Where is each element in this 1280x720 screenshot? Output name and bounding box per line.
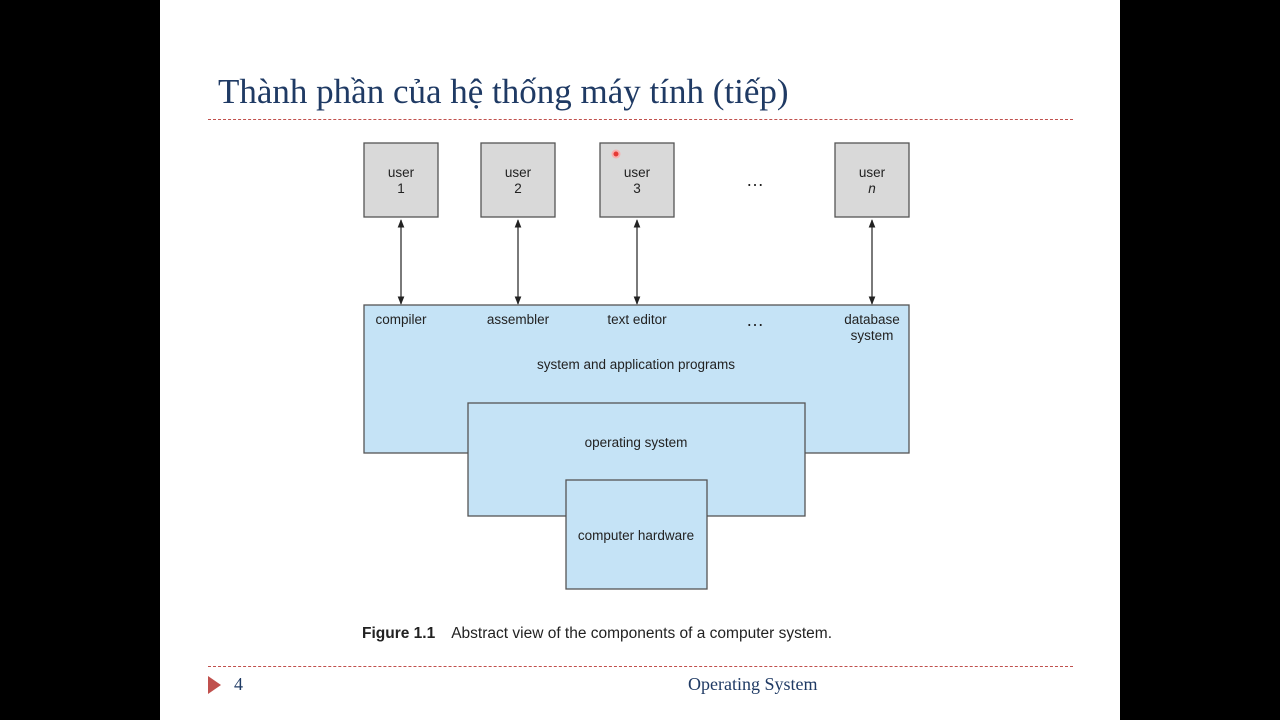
user-box-1-label: user (388, 165, 415, 180)
program-compiler: compiler (375, 312, 427, 327)
title-divider (208, 119, 1073, 120)
programs-label: system and application programs (537, 357, 735, 372)
programs-ellipsis: … (746, 310, 764, 330)
program-text-editor: text editor (607, 312, 667, 327)
footer-title: Operating System (688, 674, 818, 694)
program-database-line1: database (844, 312, 900, 327)
user-box-n-label: user (859, 165, 886, 180)
operating-system-label: operating system (585, 435, 688, 450)
cursor-dot (611, 149, 621, 159)
slide-title: Thành phần của hệ thống máy tính (tiếp) (218, 72, 789, 111)
user-box-3 (599, 142, 675, 218)
figure-caption-text: Abstract view of the components of a com… (451, 625, 832, 642)
user-box-2-id: 2 (514, 181, 522, 196)
user-box-2 (480, 142, 556, 218)
user-box-1 (363, 142, 439, 218)
user-box-3-id: 3 (633, 181, 641, 196)
figure-caption-number: Figure 1.1 (362, 625, 436, 642)
page-number: 4 (234, 674, 243, 694)
computer-system-diagram: user 1 user 2 user 3 … user n compiler a… (362, 142, 910, 642)
figure-caption: Figure 1.1 Abstract view of the component… (362, 625, 832, 642)
user-box-2-label: user (505, 165, 532, 180)
program-database-line2: system (851, 328, 894, 343)
user-box-1-id: 1 (397, 181, 405, 196)
slide: Thành phần của hệ thống máy tính (tiếp) … (160, 0, 1120, 720)
user-box-n (834, 142, 910, 218)
user-box-n-id: n (868, 181, 876, 196)
users-ellipsis: … (746, 170, 764, 190)
hardware-box (565, 479, 708, 590)
footer-triangle-icon (208, 676, 221, 694)
hardware-label: computer hardware (578, 528, 694, 543)
user-box-3-label: user (624, 165, 651, 180)
program-assembler: assembler (487, 312, 550, 327)
footer-divider (208, 666, 1073, 667)
